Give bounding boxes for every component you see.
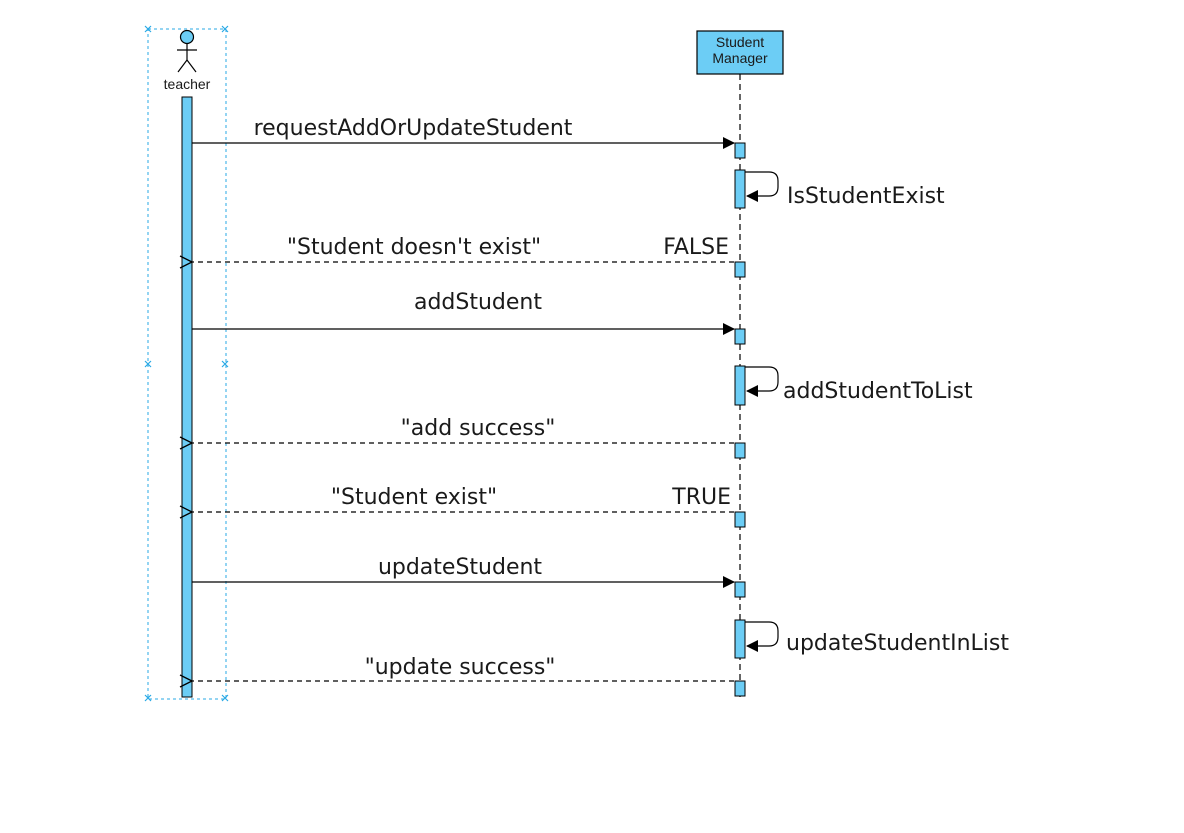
message-label: addStudent — [414, 290, 542, 315]
message-student-doesnt-exist[interactable]: "Student doesn't exist" FALSE — [192, 235, 734, 262]
message-label: "update success" — [365, 655, 556, 680]
actor-teacher[interactable]: teacher — [164, 29, 211, 93]
message-label: addStudentToList — [783, 379, 973, 404]
message-add-student-to-list[interactable]: addStudentToList — [745, 366, 973, 404]
activation-bar[interactable] — [734, 169, 746, 209]
message-label: "add success" — [401, 416, 556, 441]
selection-handles[interactable] — [144, 25, 229, 702]
message-add-student[interactable]: addStudent — [192, 290, 735, 335]
message-label: requestAddOrUpdateStudent — [254, 116, 573, 141]
participant-name-line1: Student — [716, 34, 764, 50]
student-manager-activations — [734, 142, 746, 697]
activation-bar[interactable] — [734, 261, 746, 278]
teacher-activation-bar[interactable] — [181, 96, 193, 698]
guard-true-label: TRUE — [671, 485, 731, 510]
message-label: updateStudent — [378, 555, 542, 580]
message-label: updateStudentInList — [786, 631, 1009, 656]
activation-bar[interactable] — [734, 442, 746, 459]
message-student-exist[interactable]: "Student exist" TRUE — [192, 485, 734, 512]
actor-selection-frame[interactable] — [144, 25, 229, 702]
activation-bar[interactable] — [734, 511, 746, 528]
activation-bar[interactable] — [734, 328, 746, 345]
activation-bar[interactable] — [734, 365, 746, 406]
participant-name-line2: Manager — [712, 50, 768, 66]
message-label: "Student exist" — [331, 485, 497, 510]
participant-student-manager[interactable]: Student Manager — [696, 30, 784, 75]
message-update-student[interactable]: updateStudent — [192, 555, 735, 588]
message-label: IsStudentExist — [787, 184, 945, 209]
stick-figure-icon — [177, 29, 197, 73]
activation-bar[interactable] — [734, 142, 746, 159]
activation-bar[interactable] — [734, 581, 746, 598]
message-update-student-in-list[interactable]: updateStudentInList — [745, 621, 1009, 656]
actor-name: teacher — [164, 76, 211, 92]
guard-false-label: FALSE — [663, 235, 729, 260]
message-is-student-exist[interactable]: IsStudentExist — [745, 171, 945, 209]
message-label: "Student doesn't exist" — [287, 235, 541, 260]
message-update-success[interactable]: "update success" — [192, 655, 734, 681]
activation-bar[interactable] — [734, 619, 746, 659]
activation-bar[interactable] — [734, 680, 746, 697]
message-add-success[interactable]: "add success" — [192, 416, 734, 443]
message-request-add-or-update-student[interactable]: requestAddOrUpdateStudent — [192, 116, 735, 149]
